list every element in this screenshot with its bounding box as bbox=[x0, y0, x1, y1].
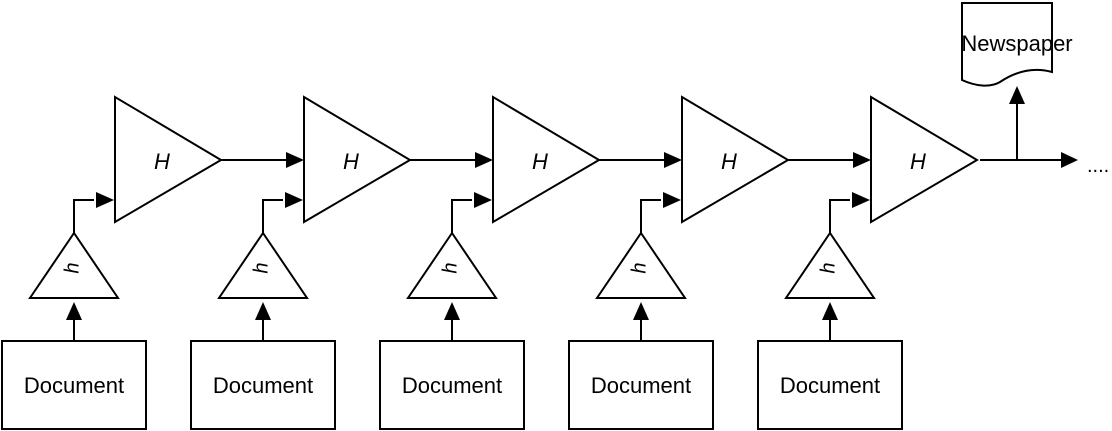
h-to-H-arrowhead bbox=[96, 192, 114, 208]
large-triangle-label: H bbox=[721, 149, 737, 174]
document-box bbox=[1, 340, 147, 430]
small-triangle bbox=[28, 231, 120, 299]
newspaper-arrowhead bbox=[1009, 86, 1025, 104]
H-to-next-arrowhead bbox=[664, 152, 682, 168]
document-label: Document bbox=[24, 373, 124, 398]
small-triangle bbox=[406, 231, 498, 299]
H-to-next-arrowhead bbox=[853, 152, 871, 168]
doc-to-h-arrowhead bbox=[66, 302, 82, 320]
small-triangle-label: h bbox=[628, 262, 650, 273]
small-triangle-label: h bbox=[250, 262, 272, 273]
small-triangle-label: h bbox=[817, 262, 839, 273]
final-connector: .... bbox=[980, 86, 1109, 177]
H-to-next-arrowhead bbox=[286, 152, 304, 168]
document-box bbox=[568, 340, 714, 430]
large-triangle bbox=[681, 95, 790, 224]
document-label: Document bbox=[780, 373, 880, 398]
doc-to-h-arrowhead bbox=[822, 302, 838, 320]
h-to-H-arrowhead bbox=[474, 192, 492, 208]
h-to-H-line bbox=[262, 199, 283, 233]
large-triangle bbox=[492, 95, 601, 224]
h-to-H-arrowhead bbox=[852, 192, 870, 208]
h-to-H-line bbox=[829, 199, 850, 233]
small-triangle-label: h bbox=[61, 262, 83, 273]
document-label: Document bbox=[213, 373, 313, 398]
stages-layer: Document h H Document h H Document h H Document h H… bbox=[1, 95, 979, 430]
final-arrowhead bbox=[1061, 152, 1078, 168]
small-triangle-label: h bbox=[439, 262, 461, 273]
document-box bbox=[379, 340, 525, 430]
h-to-H-line bbox=[451, 199, 472, 233]
newspaper-label: Newspaper bbox=[961, 31, 1072, 56]
H-to-next-arrowhead bbox=[475, 152, 493, 168]
document-label: Document bbox=[402, 373, 502, 398]
stage-5: Document h H bbox=[757, 95, 979, 430]
h-to-H-line bbox=[640, 199, 661, 233]
stage-1: Document h H bbox=[1, 95, 304, 430]
small-triangle bbox=[217, 231, 309, 299]
large-triangle-label: H bbox=[343, 149, 359, 174]
continuation-ellipsis: .... bbox=[1087, 155, 1109, 177]
h-to-H-arrowhead bbox=[285, 192, 303, 208]
small-triangle bbox=[595, 231, 687, 299]
stage-3: Document h H bbox=[379, 95, 682, 430]
newspaper-output: Newspaper bbox=[961, 2, 1073, 87]
large-triangle-label: H bbox=[910, 149, 926, 174]
large-triangle bbox=[114, 95, 223, 224]
stage-2: Document h H bbox=[190, 95, 493, 430]
doc-to-h-arrowhead bbox=[444, 302, 460, 320]
h-to-H-line bbox=[73, 199, 94, 233]
large-triangle bbox=[303, 95, 412, 224]
large-triangle-label: H bbox=[154, 149, 170, 174]
stage-4: Document h H bbox=[568, 95, 871, 430]
document-box bbox=[757, 340, 903, 430]
large-triangle bbox=[870, 95, 979, 224]
doc-to-h-arrowhead bbox=[255, 302, 271, 320]
document-label: Document bbox=[591, 373, 691, 398]
large-triangle-label: H bbox=[532, 149, 548, 174]
newspaper-shape bbox=[961, 2, 1053, 87]
document-box bbox=[190, 340, 336, 430]
small-triangle bbox=[784, 231, 876, 299]
doc-to-h-arrowhead bbox=[633, 302, 649, 320]
h-to-H-arrowhead bbox=[663, 192, 681, 208]
